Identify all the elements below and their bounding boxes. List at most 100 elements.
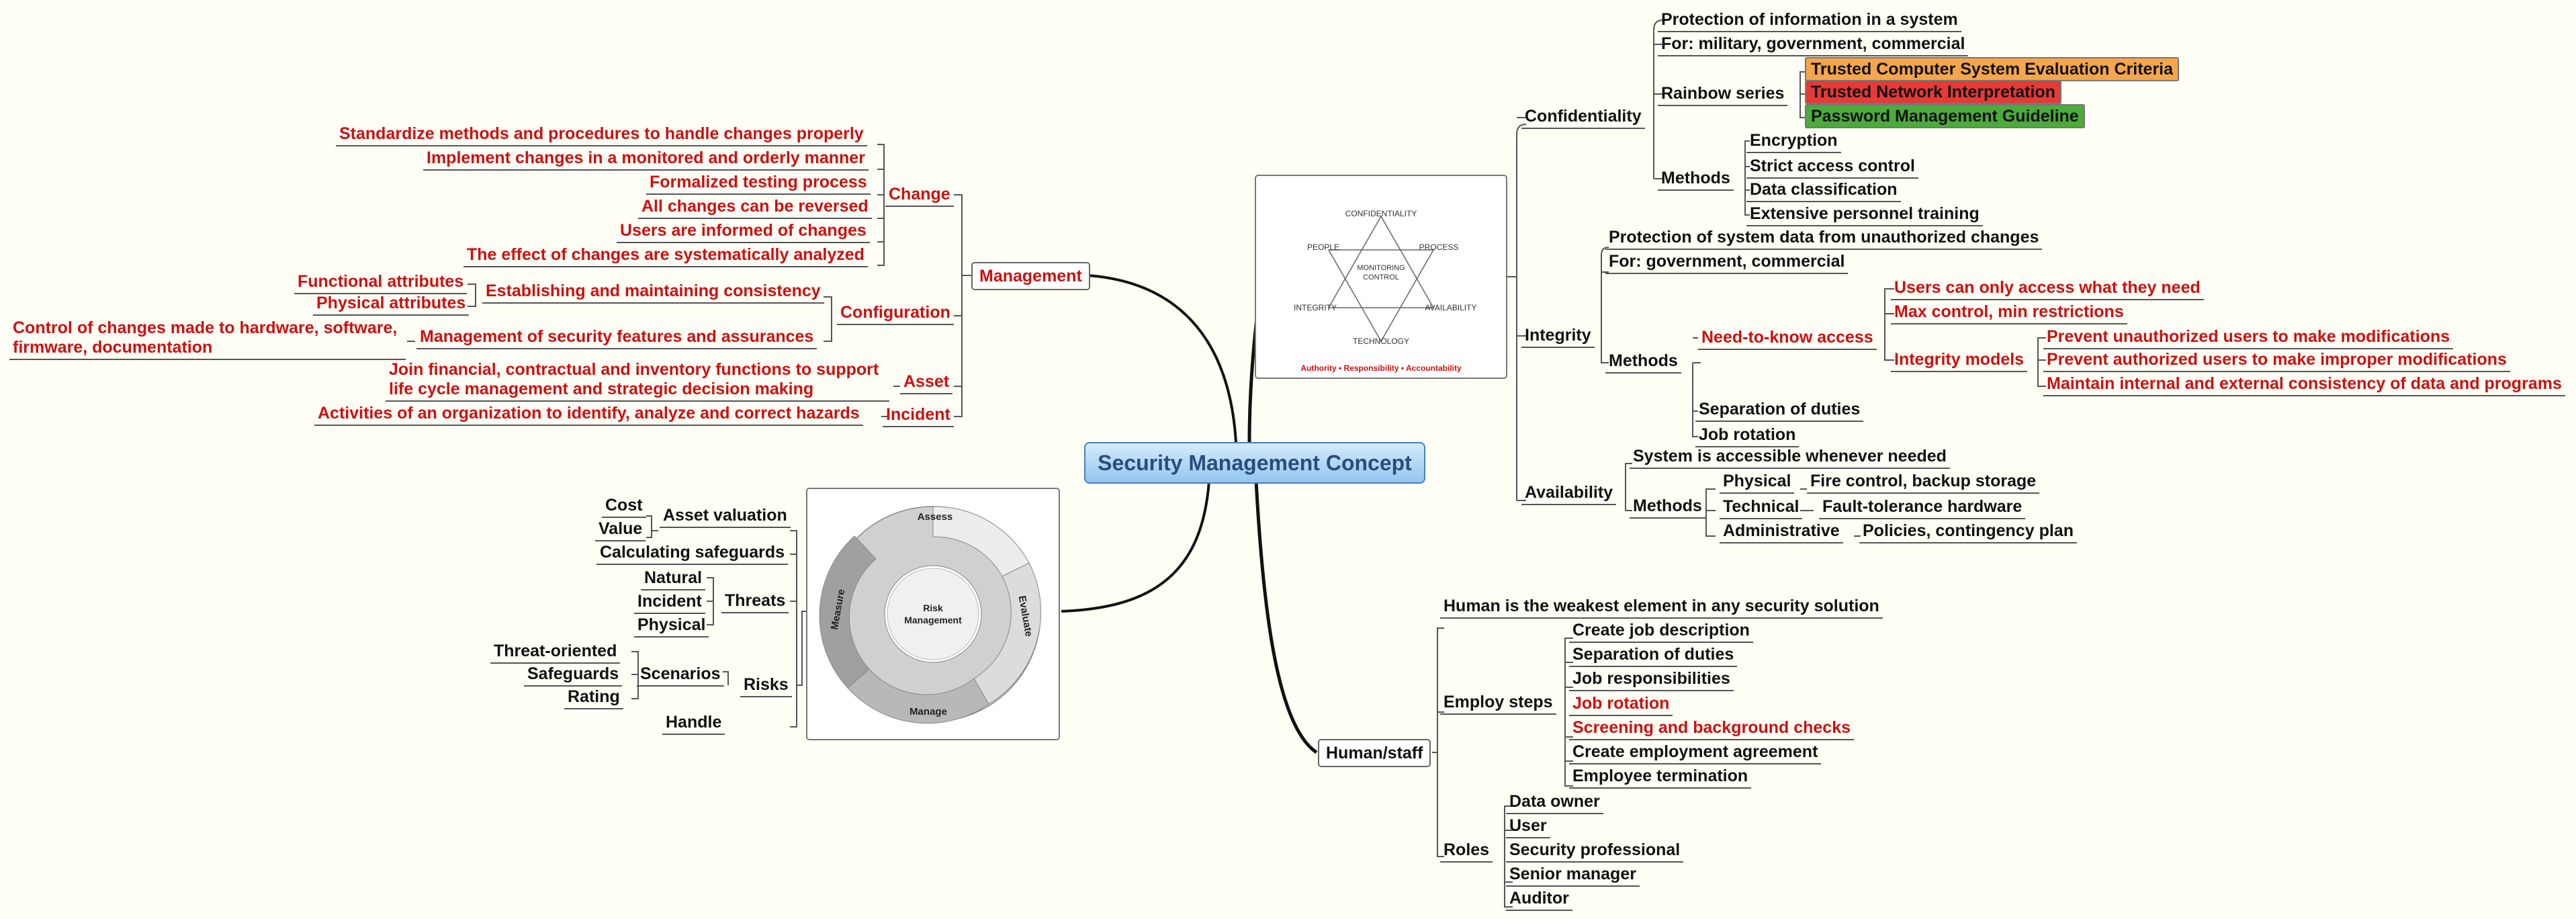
node-text[interactable]: Password Management Guideline	[1802, 104, 2088, 128]
method-value[interactable]: Fire control, backup storage	[1807, 471, 2040, 494]
node-text[interactable]: Protection of information in a system	[1658, 9, 1961, 32]
risk-cycle-diagram: Risk Management Assess Evaluate Manage M…	[819, 506, 1042, 724]
topic-asset[interactable]: Asset	[900, 371, 953, 394]
node-text[interactable]: Screening and background checks	[1569, 717, 1855, 740]
node-text[interactable]: Cost	[602, 495, 646, 518]
node-text[interactable]: Data classification	[1746, 179, 1901, 202]
node-text[interactable]: Separation of duties	[1569, 644, 1738, 667]
node-text[interactable]: Job rotation	[1695, 425, 1800, 447]
topic-need-to-know[interactable]: Need-to-know access	[1698, 327, 1877, 350]
topic-change[interactable]: Change	[885, 184, 954, 207]
node-text[interactable]: Prevent authorized users to make imprope…	[2043, 349, 2510, 372]
node-text[interactable]: Trusted Computer System Evaluation Crite…	[1802, 57, 2182, 81]
topic-employ-steps[interactable]: Employ steps	[1440, 692, 1556, 715]
security-triangle-image: CONFIDENTIALITY PEOPLE PROCESS INTEGRITY…	[1255, 175, 1507, 379]
topic-asset-valuation[interactable]: Asset valuation	[660, 505, 791, 528]
node-text[interactable]: Human is the weakest element in any secu…	[1440, 596, 1883, 619]
topic-methods[interactable]: Methods	[1658, 168, 1734, 191]
node-text[interactable]: Safeguards	[524, 664, 623, 687]
topic-roles[interactable]: Roles	[1440, 840, 1493, 863]
node-text[interactable]: Join financial, contractual and inventor…	[386, 360, 889, 402]
node-text[interactable]: Threat-oriented	[490, 641, 621, 664]
node-text[interactable]: Formalized testing process	[646, 172, 871, 195]
node-text[interactable]: Incident	[634, 591, 705, 614]
node-text[interactable]: The effect of changes are systematically…	[463, 245, 868, 267]
triangle-center: CONTROL	[1363, 273, 1399, 281]
node-text[interactable]: Data owner	[1506, 791, 1603, 814]
topic-human-staff[interactable]: Human/staff	[1318, 739, 1431, 767]
node-text[interactable]: Max control, min restrictions	[1891, 302, 2127, 324]
cycle-center: Risk	[923, 603, 943, 613]
node-text[interactable]: Encryption	[1746, 130, 1841, 153]
node-text[interactable]: Create job description	[1569, 620, 1753, 643]
topic-integrity[interactable]: Integrity	[1521, 325, 1595, 348]
triangle-label: INTEGRITY	[1294, 303, 1337, 312]
node-text[interactable]: All changes can be reversed	[638, 196, 872, 219]
method-type[interactable]: Technical	[1720, 496, 1803, 519]
topic-methods[interactable]: Methods	[1605, 351, 1681, 374]
method-value[interactable]: Fault-tolerance hardware	[1819, 496, 2026, 519]
cycle-center: Management	[904, 615, 962, 625]
highlight-green: Password Management Guideline	[1805, 104, 2085, 128]
node-text[interactable]: Physical attributes	[313, 293, 470, 316]
node-text[interactable]: Control of changes made to hardware, sof…	[9, 318, 406, 360]
node-text[interactable]: Senior manager	[1506, 864, 1640, 887]
topic-confidentiality[interactable]: Confidentiality	[1521, 106, 1645, 129]
node-text[interactable]: Create employment agreement	[1569, 742, 1822, 764]
node-text[interactable]: Standardize methods and procedures to ha…	[336, 124, 867, 146]
node-text[interactable]: Functional attributes	[294, 271, 468, 294]
node-text[interactable]: Implement changes in a monitored and ord…	[423, 148, 869, 171]
node-text[interactable]: Separation of duties	[1695, 399, 1864, 422]
node-text[interactable]: Users can only access what they need	[1891, 277, 2204, 300]
topic-configuration[interactable]: Configuration	[837, 302, 954, 325]
node-text[interactable]: Maintain internal and external consisten…	[2043, 374, 2565, 396]
method-type[interactable]: Physical	[1720, 471, 1795, 494]
node-text[interactable]: Physical	[634, 615, 709, 638]
method-type[interactable]: Administrative	[1720, 521, 1843, 543]
topic-methods[interactable]: Methods	[1630, 496, 1705, 519]
node-text[interactable]: For: military, government, commercial	[1658, 34, 1969, 56]
node-text[interactable]: Security professional	[1506, 840, 1684, 863]
topic-rainbow[interactable]: Rainbow series	[1658, 83, 1788, 106]
node-text[interactable]: Employee termination	[1569, 766, 1752, 789]
node-text[interactable]: Natural	[641, 568, 706, 590]
topic-threats[interactable]: Threats	[721, 590, 789, 613]
root-topic[interactable]: Security Management Concept	[1084, 442, 1425, 484]
node-text[interactable]: Prevent unauthorized users to make modif…	[2043, 326, 2454, 349]
risk-cycle-image: Risk Management Assess Evaluate Manage M…	[806, 488, 1060, 740]
triangle-label: PROCESS	[1419, 243, 1459, 252]
node-text[interactable]: Extensive personnel training	[1746, 204, 1983, 226]
node-text[interactable]: For: government, commercial	[1605, 251, 1849, 274]
topic-scenarios[interactable]: Scenarios	[637, 664, 724, 687]
highlight-red: Trusted Network Interpretation	[1805, 80, 2061, 104]
topic-availability[interactable]: Availability	[1521, 482, 1617, 505]
topic-management[interactable]: Management	[971, 262, 1090, 290]
triangle-center: MONITORING	[1357, 264, 1405, 272]
triangle-label: CONFIDENTIALITY	[1345, 209, 1417, 218]
triangle-label: TECHNOLOGY	[1353, 337, 1409, 346]
node-text[interactable]: Strict access control	[1746, 156, 1918, 179]
node-text[interactable]: Protection of system data from unauthori…	[1605, 227, 2043, 250]
method-value[interactable]: Policies, contingency plan	[1859, 521, 2077, 543]
node-text[interactable]: Users are informed of changes	[617, 220, 870, 243]
node-text[interactable]: Handle	[662, 712, 725, 735]
triangle-caption: Authority • Responsibility • Accountabil…	[1300, 363, 1462, 373]
topic-security-features[interactable]: Management of security features and assu…	[416, 326, 817, 349]
node-text[interactable]: Trusted Network Interpretation	[1802, 80, 2065, 104]
node-text[interactable]: Job responsibilities	[1569, 668, 1734, 691]
node-text[interactable]: Job rotation	[1569, 693, 1673, 716]
triangle-label: PEOPLE	[1307, 243, 1339, 252]
topic-incident[interactable]: Incident	[883, 404, 954, 427]
topic-consistency[interactable]: Establishing and maintaining consistency	[482, 281, 824, 304]
node-text[interactable]: Calculating safeguards	[596, 542, 789, 565]
triangle-label: AVAILABILITY	[1425, 303, 1477, 312]
topic-integrity-models[interactable]: Integrity models	[1891, 349, 2028, 372]
node-text[interactable]: User	[1506, 816, 1550, 838]
node-text[interactable]: Activities of an organization to identif…	[314, 403, 863, 426]
node-text[interactable]: Value	[595, 519, 646, 541]
node-text[interactable]: System is accessible whenever needed	[1630, 446, 1950, 469]
topic-risks[interactable]: Risks	[740, 674, 792, 697]
node-text[interactable]: Auditor	[1506, 888, 1572, 911]
node-text[interactable]: Rating	[564, 687, 623, 709]
